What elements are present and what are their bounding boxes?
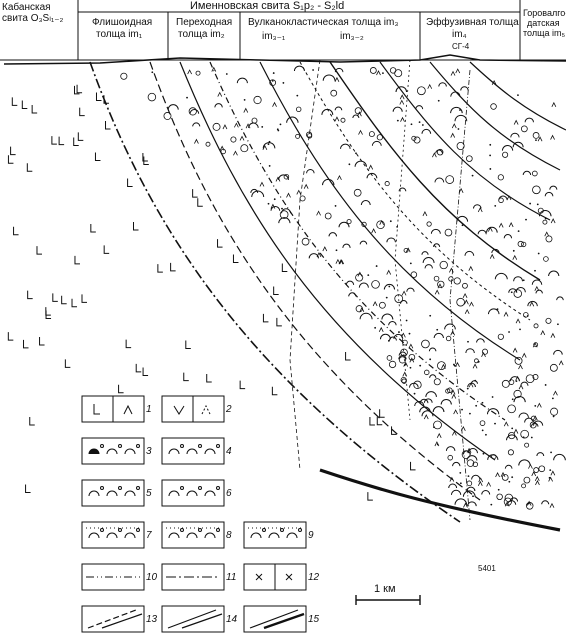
sub-label-2: im₃₋₂ [340,31,364,42]
column-1-line2: толща im₁ [96,29,143,40]
borehole-bottom-tag: 5401 [478,564,496,573]
legend-number: 12 [308,572,320,583]
basement-symbols [7,84,416,501]
legend-number: 9 [308,530,314,541]
header-frame [0,0,566,61]
right-unit-line2: датская [527,18,560,28]
right-unit-line3: толща im₅ [523,28,566,38]
legend-number: 15 [308,614,320,625]
borehole-top-tag: СГ-4 [452,42,470,51]
right-unit-line1: Горовалго- [523,8,566,18]
column-2-line2: толща im₂ [178,29,225,40]
legend-number: 7 [146,530,152,541]
legend-number: 11 [226,572,237,583]
column-3-line1: Вулканокластическая толща im₃ [248,17,399,28]
suite-title: Именновская свита S₁p₂ - S₂ld [190,0,345,12]
legend-number: 1 [146,404,152,415]
legend-number: 10 [146,572,158,583]
rock-texture [120,65,566,510]
scale-label: 1 км [374,583,396,595]
column-4-line2: im₄ [452,29,467,40]
legend [81,395,307,633]
left-unit-line2: свита O₃Sₗ₁₋₂ [2,13,64,24]
legend-number: 4 [226,446,232,457]
legend-number: 8 [226,530,232,541]
legend-number: 5 [146,488,152,499]
legend-number: 2 [226,404,232,415]
legend-number: 13 [146,614,158,625]
column-1-line1: Флишоидная [92,17,153,28]
legend-number: 6 [226,488,232,499]
section-boundaries [89,59,566,532]
column-4-line1: Эффузивная толща [426,17,519,28]
legend-number: 3 [146,446,152,457]
column-2-line1: Переходная [176,17,233,28]
sub-label-1: im₃₋₁ [262,31,286,42]
scale-bar [355,595,421,605]
left-unit-line1: Кабанская [2,2,51,13]
legend-number: 14 [226,614,238,625]
ground-surface [3,54,566,65]
